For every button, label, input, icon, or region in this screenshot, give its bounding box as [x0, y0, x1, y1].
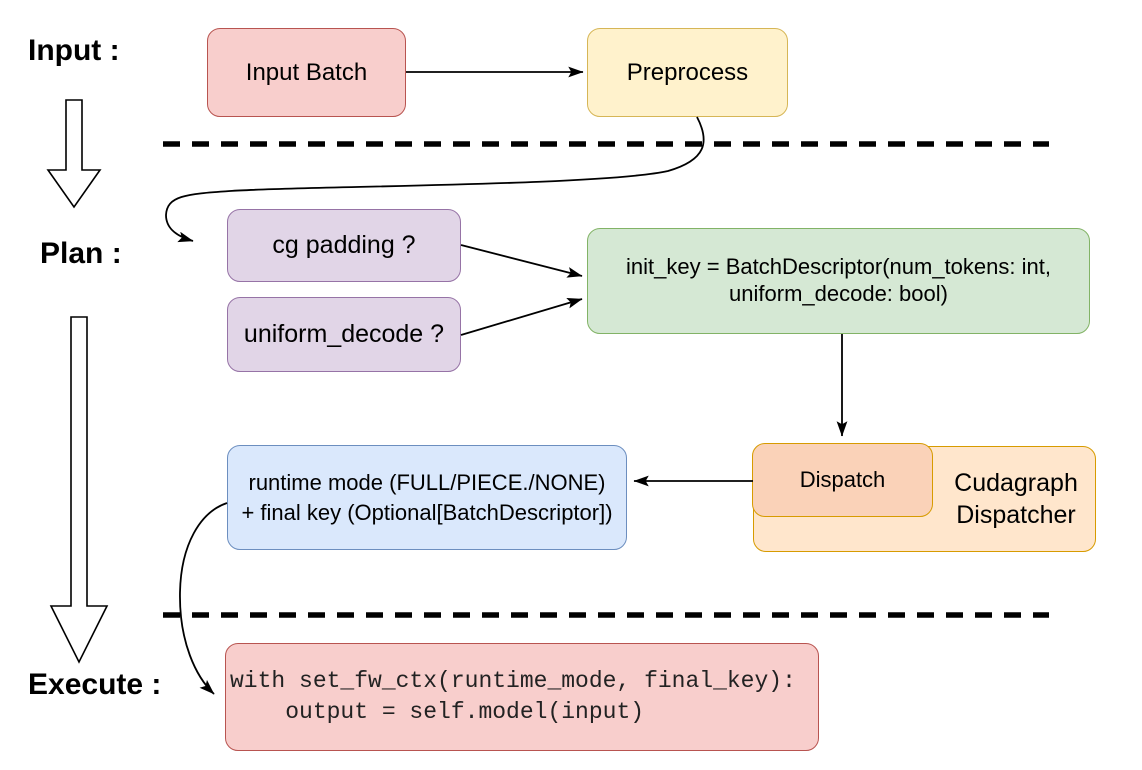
node-runtime-mode-line1: runtime mode (FULL/PIECE./NONE) — [248, 469, 606, 495]
execute-code-line2: output = self.model(input) — [230, 699, 645, 725]
execute-code-line1: with set_fw_ctx(runtime_mode, final_key)… — [230, 668, 796, 694]
node-runtime-mode-line2: + final key (Optional[BatchDescriptor]) — [241, 499, 613, 525]
section-label-input: Input : — [28, 34, 120, 67]
section-label-plan: Plan : — [40, 237, 122, 270]
block-arrow-plan-to-execute — [49, 316, 109, 664]
node-runtime-mode: runtime mode (FULL/PIECE./NONE) + final … — [227, 445, 627, 550]
node-init-key-label: init_key = BatchDescriptor(num_tokens: i… — [626, 254, 1051, 306]
node-dispatch-label: Dispatch — [799, 467, 886, 492]
node-input-batch: Input Batch — [207, 28, 406, 117]
node-dispatch: Dispatch — [752, 443, 933, 517]
node-uniform-decode: uniform_decode ? — [227, 297, 461, 372]
node-cg-padding-label: cg padding ? — [272, 231, 416, 259]
node-uniform-decode-label: uniform_decode ? — [243, 320, 445, 348]
node-cudagraph-dispatcher-label: Cudagraph Dispatcher — [954, 468, 1078, 530]
edge-uniform-decode-to-init-key — [460, 298, 583, 336]
node-execute-code: with set_fw_ctx(runtime_mode, final_key)… — [225, 643, 819, 751]
edge-runtime-mode-to-execute-code — [179, 502, 228, 695]
node-input-batch-label: Input Batch — [245, 58, 368, 86]
node-preprocess: Preprocess — [587, 28, 788, 117]
node-preprocess-label: Preprocess — [626, 58, 749, 86]
edge-cg-padding-to-init-key — [460, 244, 583, 278]
node-cg-padding: cg padding ? — [227, 209, 461, 282]
section-label-execute: Execute : — [28, 668, 162, 701]
node-init-key: init_key = BatchDescriptor(num_tokens: i… — [587, 228, 1090, 334]
block-arrow-input-to-plan — [46, 99, 102, 209]
